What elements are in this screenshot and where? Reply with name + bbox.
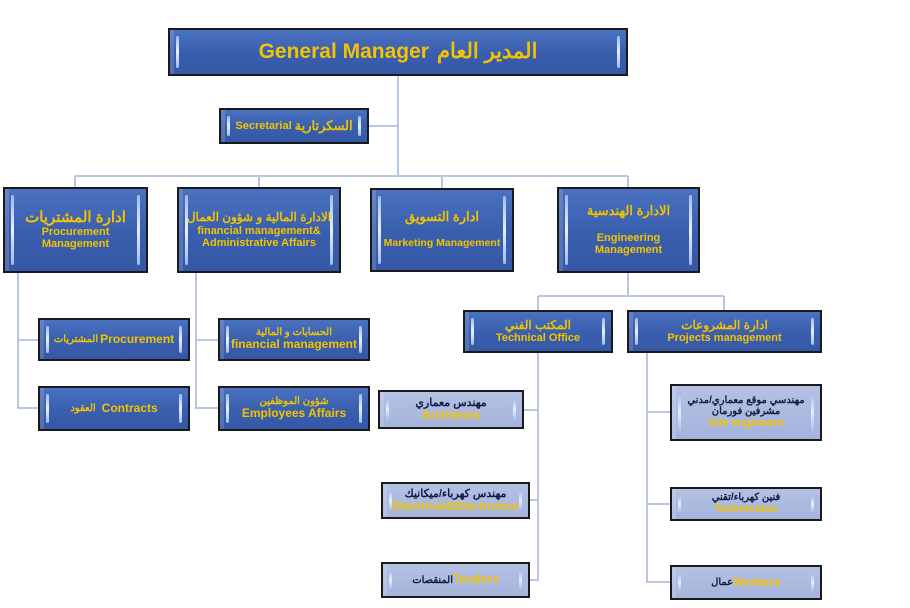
tenders-box: المنقصات Tenders	[381, 562, 530, 598]
technicians-box: فنين كهرباء/تقني Technicians	[670, 487, 822, 521]
staff-ar: مهندسي موقع معماري/مدني مشرفين فورمان	[687, 395, 805, 418]
finance-admin-box: الادارة المالية و شؤون العمال financial …	[177, 187, 341, 273]
dept-ar: ادارة المشتريات	[25, 208, 126, 226]
connector	[537, 273, 725, 310]
technical-office-box: المكتب الفني Technical Office	[463, 310, 613, 353]
secretarial-ar: السكرتارية	[294, 117, 353, 133]
staff-ar: فنين كهرباء/تقني	[711, 492, 781, 504]
staff-ar: المنقصات	[412, 574, 454, 586]
unit-en: Contracts	[101, 400, 158, 415]
unit-en: financial management	[230, 337, 358, 352]
unit-ar: المكتب الفني	[505, 317, 571, 332]
connector	[646, 353, 670, 583]
electrical-electronics-box: مهندس كهرباء/ميكانيك Electrical&Electron…	[381, 482, 530, 519]
engineering-management-box: الادارة الهندسية Engineering Management	[557, 187, 700, 273]
staff-ar: عمال	[711, 577, 734, 588]
dept-ar: الادارة المالية و شؤون العمال	[186, 210, 332, 225]
dept-en: financial management& Administrative Aff…	[197, 224, 321, 249]
secretarial-box: Secretarial السكرتارية	[219, 108, 369, 144]
marketing-management-box: ادارة التسويق Marketing Management	[370, 188, 514, 272]
gm-en: General Manager	[258, 40, 429, 64]
procurement-box: المشتريات Procurement	[38, 318, 190, 361]
dept-ar: ادارة التسويق	[405, 209, 479, 225]
employees-affairs-box: شؤون الموظفين Employees Affairs	[218, 386, 370, 431]
staff-en: Technicians	[714, 503, 778, 516]
staff-en: Workers	[733, 574, 781, 589]
architects-box: مهندس معماري Architects	[378, 390, 524, 429]
staff-en: Electrical&Electronics	[392, 498, 519, 513]
procurement-management-box: ادارة المشتريات Procurement Management	[3, 187, 148, 273]
unit-en: Employees Affairs	[241, 406, 347, 421]
unit-ar: ادارة المشروعات	[681, 317, 768, 332]
unit-ar: شؤون الموظفين	[259, 396, 329, 408]
general-manager-box: General Manager المدير العام	[168, 28, 628, 76]
staff-ar: مهندس كهرباء/ميكانيك	[404, 487, 507, 500]
connector	[74, 76, 629, 188]
dept-en: Engineering Management	[594, 232, 663, 257]
unit-ar: الحسابات و المالية	[256, 327, 332, 339]
connector	[524, 353, 539, 581]
staff-en: Tenders	[453, 572, 499, 587]
projects-management-box: ادارة المشروعات Projects management	[627, 310, 822, 353]
staff-en: Site engineers	[708, 417, 784, 430]
financial-management-box: الحسابات و المالية financial management	[218, 318, 370, 361]
unit-en: Technical Office	[495, 332, 581, 345]
unit-ar: العقود	[70, 403, 96, 414]
unit-en: Projects management	[667, 332, 782, 345]
connector	[17, 273, 38, 409]
staff-ar: مهندس معماري	[415, 396, 487, 409]
unit-en: Procurement	[100, 331, 175, 346]
dept-ar: الادارة الهندسية	[586, 202, 671, 218]
secretarial-en: Secretarial	[235, 119, 292, 132]
dept-en: Marketing Management	[383, 237, 501, 250]
gm-ar: المدير العام	[436, 40, 538, 64]
workers-box: عمال Workers	[670, 565, 822, 600]
site-engineers-box: مهندسي موقع معماري/مدني مشرفين فورمان Si…	[670, 384, 822, 441]
contracts-box: العقود Contracts	[38, 386, 190, 431]
staff-en: Architects	[421, 407, 481, 422]
connector	[195, 273, 218, 409]
dept-en: Procurement Management	[41, 226, 110, 251]
unit-ar: المشتريات	[53, 334, 99, 345]
